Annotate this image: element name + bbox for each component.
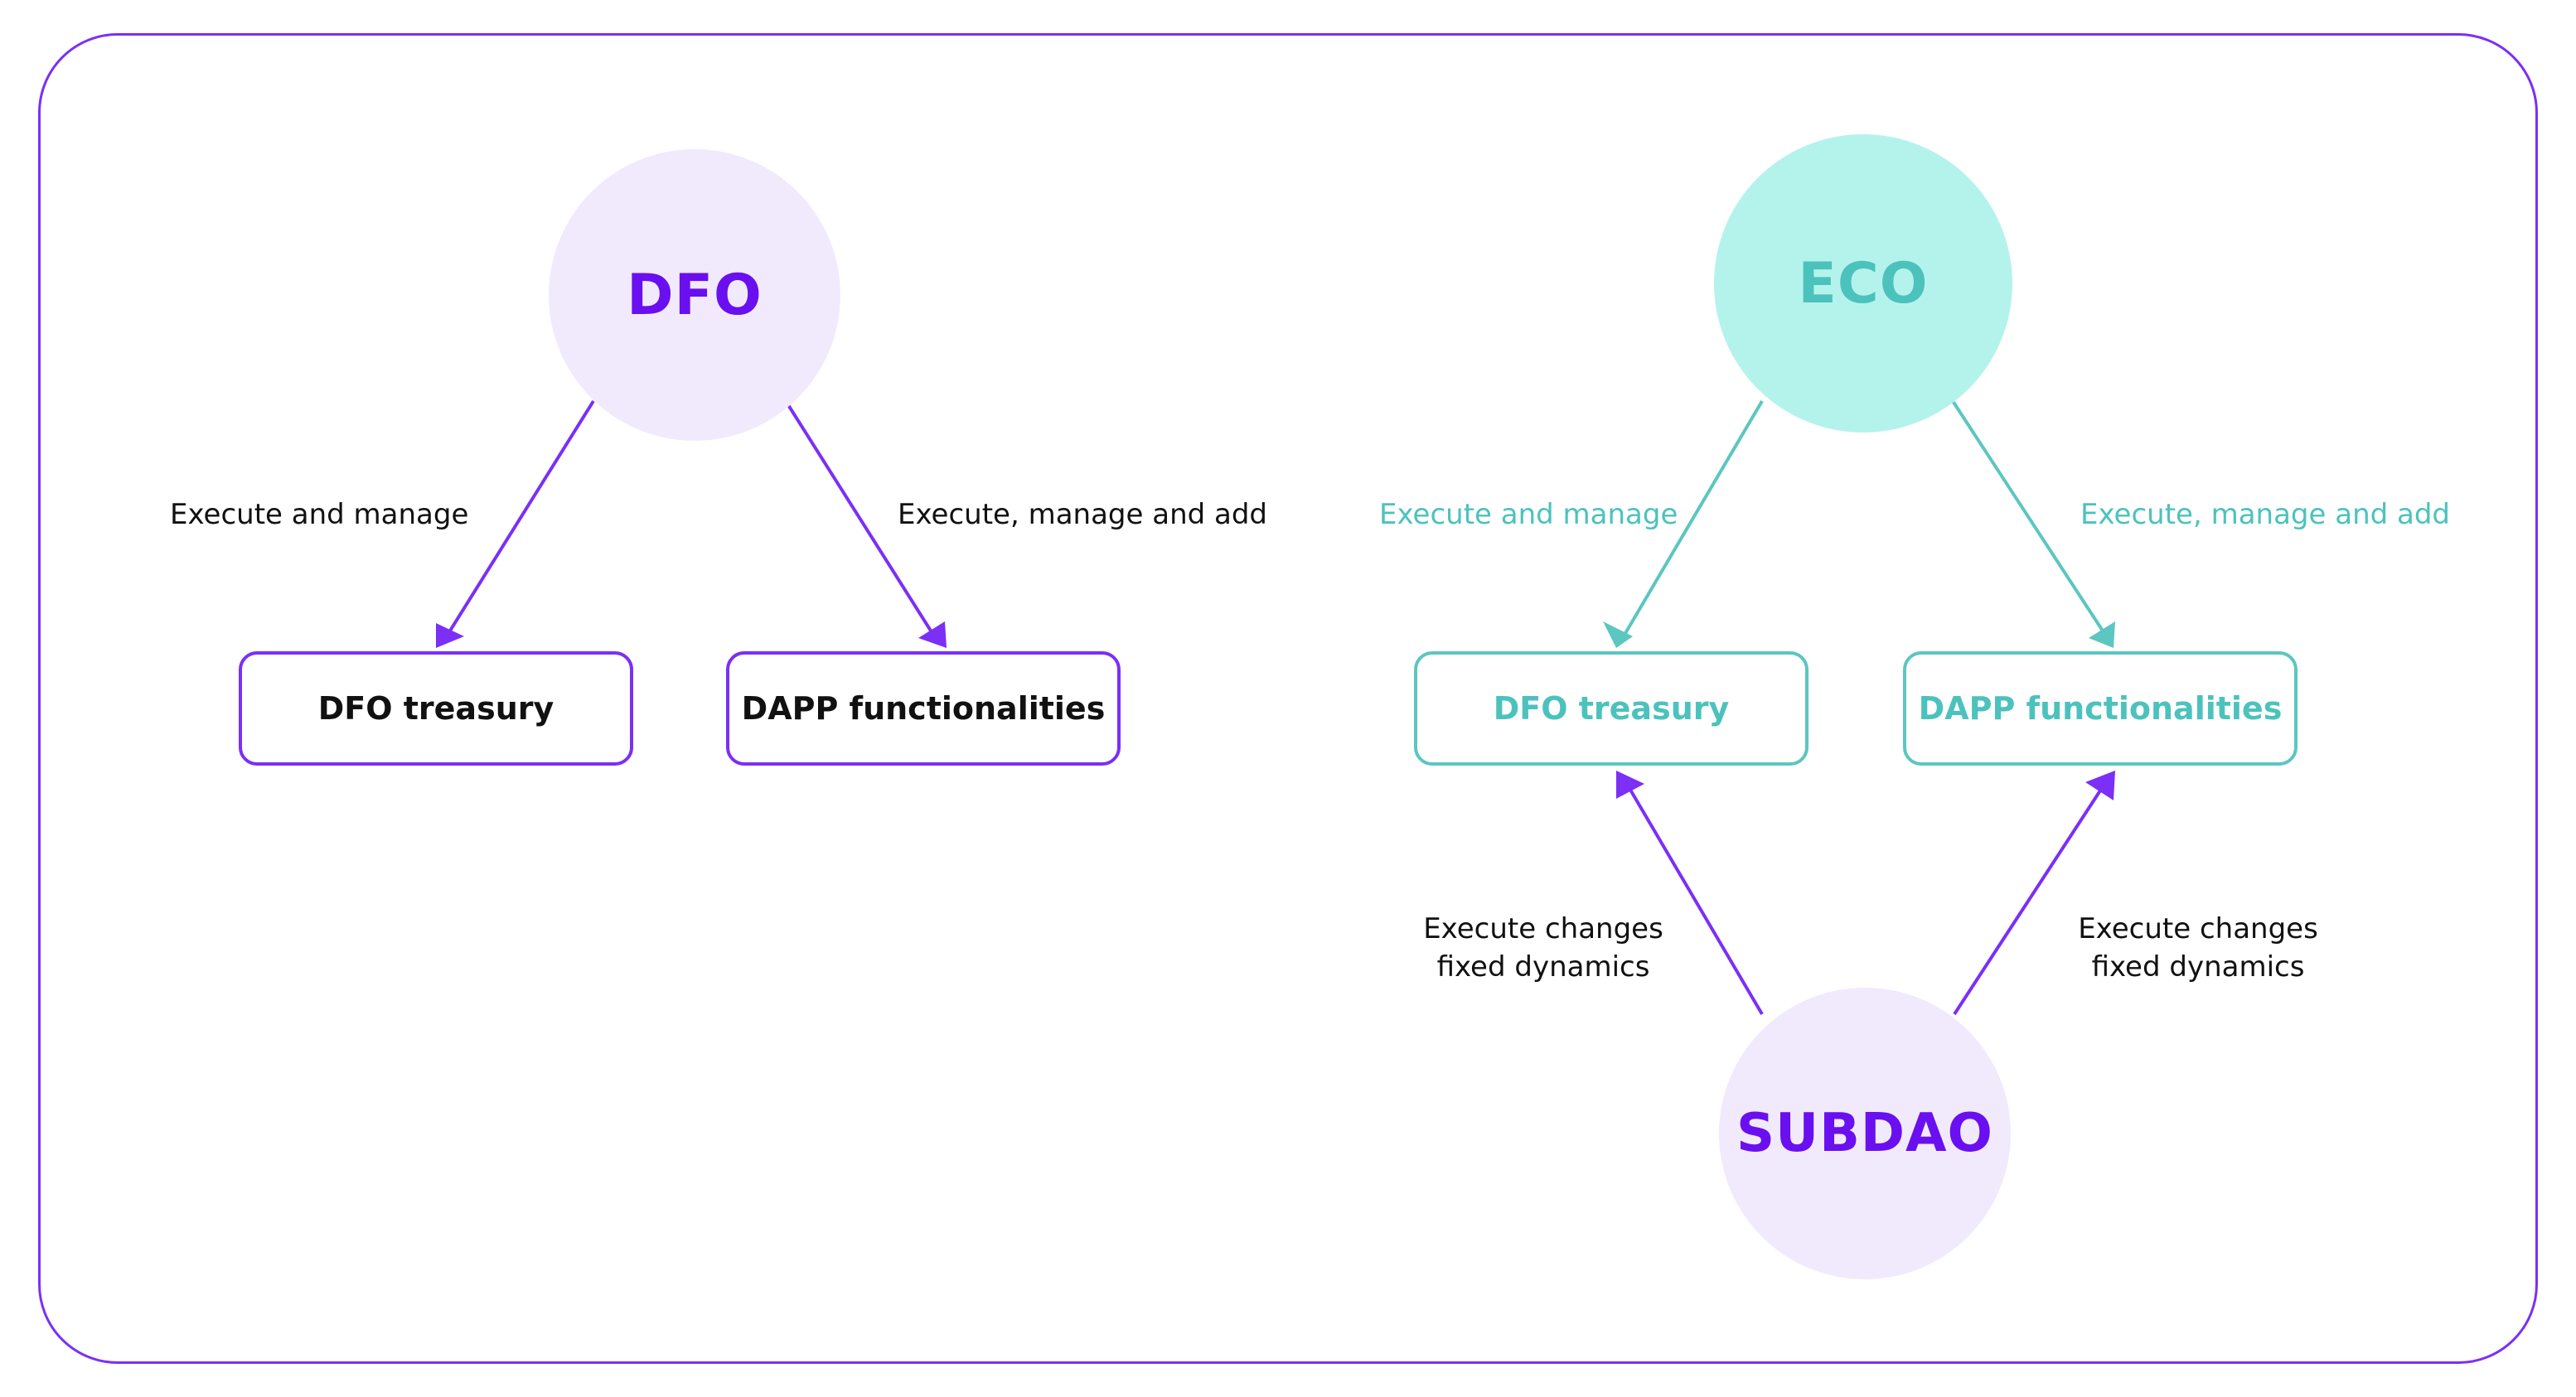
subdao-right-edge-label-line-1: Execute changes xyxy=(2078,912,2318,945)
edge-subdao-to-dapp xyxy=(1953,771,2115,1016)
right-dfo-treasury-box: DFO treasury xyxy=(1414,651,1809,766)
edge-eco-to-treasury xyxy=(1603,399,1764,648)
subdao-left-edge-label-line-2: fixed dynamics xyxy=(1436,950,1650,984)
diagram-frame xyxy=(38,33,2538,1364)
left-dapp-functionalities-box: DAPP functionalities xyxy=(726,651,1121,766)
left-edge-label-execute-manage: Execute and manage xyxy=(170,498,469,531)
subdao-node: SUBDAO xyxy=(1719,988,2011,1279)
left-dfo-treasury-box: DFO treasury xyxy=(239,651,633,766)
subdao-right-edge-label: Execute changes fixed dynamics xyxy=(2074,910,2322,986)
eco-node: ECO xyxy=(1714,134,2012,433)
edge-dfo-to-dapp xyxy=(784,399,947,648)
right-edge-label-execute-manage-add: Execute, manage and add xyxy=(2080,498,2451,531)
subdao-left-edge-label: Execute changes fixed dynamics xyxy=(1419,910,1668,986)
edge-subdao-to-treasury xyxy=(1616,771,1764,1016)
right-dapp-functionalities-box: DAPP functionalities xyxy=(1903,651,2298,766)
right-edge-label-execute-manage: Execute and manage xyxy=(1379,498,1678,531)
edge-dfo-to-treasury xyxy=(436,399,595,648)
subdao-left-edge-label-line-1: Execute changes xyxy=(1423,912,1663,945)
dfo-node: DFO xyxy=(549,149,840,441)
left-edge-label-execute-manage-add: Execute, manage and add xyxy=(898,498,1268,531)
edge-eco-to-dapp xyxy=(1951,399,2115,648)
subdao-right-edge-label-line-2: fixed dynamics xyxy=(2091,950,2305,984)
